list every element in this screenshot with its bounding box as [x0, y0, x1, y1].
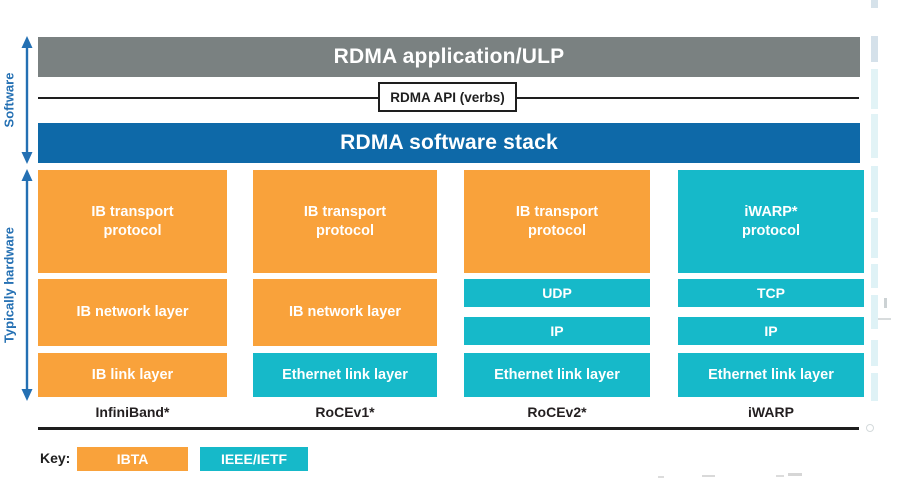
column-label-rocev2: RoCEv2*: [527, 404, 587, 420]
software-range-arrow-icon: [19, 36, 35, 164]
hardware-range-arrow-icon: [19, 169, 35, 401]
rdma-software-stack-bar: RDMA software stack: [38, 123, 860, 163]
bottom-divider-line: [38, 427, 859, 430]
side-label-software: Software: [1, 72, 17, 128]
iwarp-tcp-box: TCP: [678, 279, 864, 307]
rdma-api-verbs-box: RDMA API (verbs): [378, 82, 517, 112]
rdma-application-bar: RDMA application/ULP: [38, 37, 860, 77]
iwarp-protocol-box: iWARP* protocol: [678, 170, 864, 273]
column-label-rocev1: RoCEv1*: [315, 404, 375, 420]
rocev1-link-box: Ethernet link layer: [253, 353, 437, 397]
key-chip-ibta: IBTA: [77, 447, 188, 471]
infiniband-network-box: IB network layer: [38, 279, 227, 346]
rocev2-transport-box: IB transport protocol: [464, 170, 650, 273]
rocev1-network-box: IB network layer: [253, 279, 437, 346]
rocev2-ip-box: IP: [464, 317, 650, 345]
infiniband-transport-box: IB transport protocol: [38, 170, 227, 273]
iwarp-link-box: Ethernet link layer: [678, 353, 864, 397]
key-label: Key:: [40, 450, 71, 466]
rocev2-udp-box: UDP: [464, 279, 650, 307]
rocev2-link-box: Ethernet link layer: [464, 353, 650, 397]
column-label-iwarp: iWARP: [748, 404, 794, 420]
side-label-typically-hardware: Typically hardware: [1, 226, 17, 344]
column-label-infiniband: InfiniBand*: [95, 404, 170, 420]
key-chip-ieee-ietf: IEEE/IETF: [200, 447, 308, 471]
infiniband-link-box: IB link layer: [38, 353, 227, 397]
rocev1-transport-box: IB transport protocol: [253, 170, 437, 273]
iwarp-ip-box: IP: [678, 317, 864, 345]
